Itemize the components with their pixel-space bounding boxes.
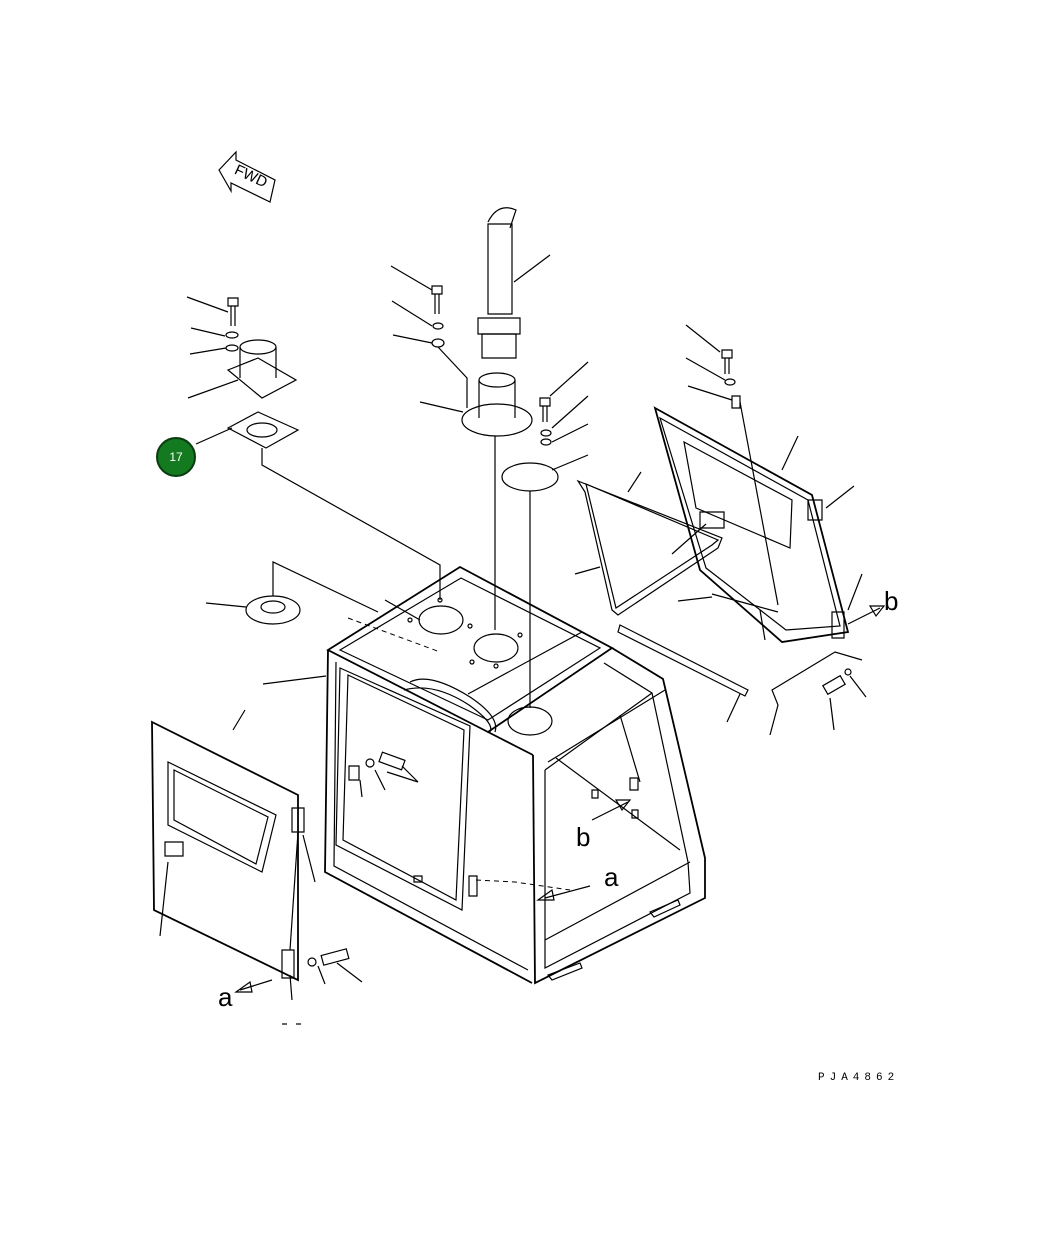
left-door <box>152 710 362 1024</box>
leader-lines <box>187 255 866 790</box>
view-marker-b-center: b <box>576 822 590 852</box>
view-marker-a-left: a <box>218 982 233 1012</box>
right-door <box>655 402 848 642</box>
fwd-arrow: FWD <box>219 152 275 202</box>
cab-body <box>325 567 705 983</box>
window-glass <box>578 481 748 696</box>
fwd-label: FWD <box>232 161 270 191</box>
view-arrows: a a b b <box>218 586 898 1012</box>
callout-number: 17 <box>169 450 183 464</box>
top-parts <box>226 208 851 695</box>
connection-lines <box>262 347 530 708</box>
view-marker-b-right: b <box>884 586 898 616</box>
callout-badge-17[interactable]: 17 <box>156 437 196 477</box>
drawing-code: PJA4862 <box>818 1072 900 1084</box>
view-marker-a-center: a <box>604 862 619 892</box>
